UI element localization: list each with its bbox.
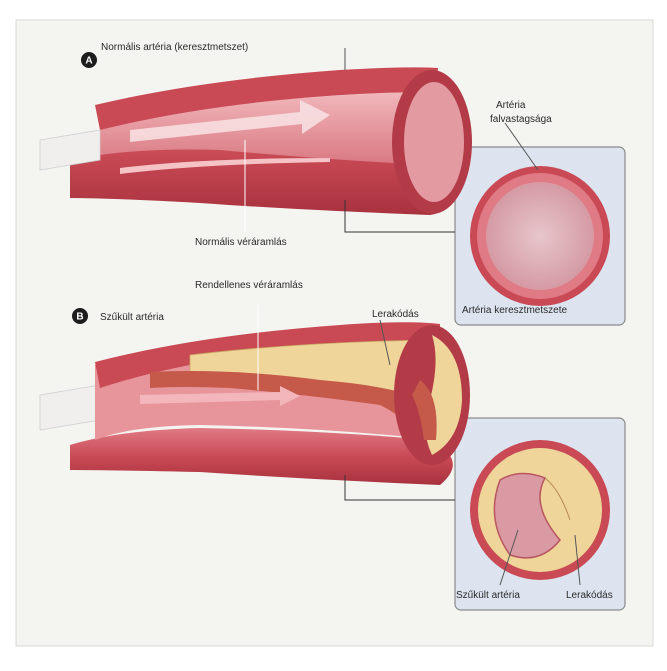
- panel-b-badge-text: B: [76, 312, 83, 323]
- panel-a-badge-text: A: [85, 56, 92, 67]
- panel-a-wall-label-line2: falvastagsága: [490, 114, 552, 125]
- panel-b-flow-label: Rendellenes véráramlás: [195, 280, 303, 291]
- panel-a-cross-section-lumen: [486, 182, 594, 290]
- panel-b-plaque-label: Lerakódás: [372, 309, 419, 320]
- panel-b-plaque-label-2: Lerakódás: [566, 590, 613, 601]
- panel-a-cross-section-label: Artéria keresztmetszete: [462, 305, 567, 316]
- panel-a-title: Normális artéria (keresztmetszet): [101, 42, 248, 53]
- panel-a-wall-label-line1: Artéria: [496, 100, 526, 111]
- panel-a-artery-opening-inner: [404, 82, 464, 202]
- panel-a-flow-label: Normális véráramlás: [195, 237, 287, 248]
- panel-b-narrowed-label: Szűkült artéria: [456, 590, 520, 601]
- panel-b-title: Szűkült artéria: [100, 312, 164, 323]
